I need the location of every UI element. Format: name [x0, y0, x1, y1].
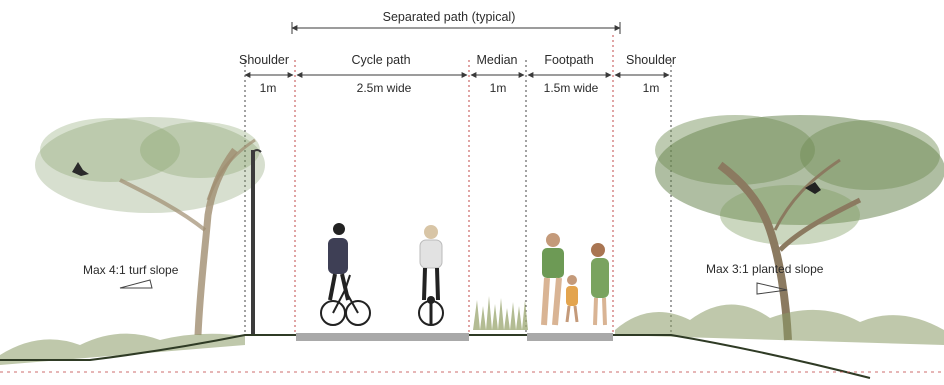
left-slope-label: Max 4:1 turf slope: [83, 263, 179, 277]
footpath-pavement: [527, 333, 613, 341]
cyclist-left: [320, 223, 371, 326]
width-label-shoulder-right: 1m: [642, 81, 660, 95]
width-label-median: 1m: [489, 81, 507, 95]
groundcover-vegetation: [0, 304, 944, 365]
section-label-median: Median: [476, 53, 518, 67]
section-label-footpath: Footpath: [544, 53, 594, 67]
section-label-shoulder-left: Shoulder: [238, 53, 290, 67]
pavement: [296, 333, 613, 341]
section-label-cycle-path: Cycle path: [351, 53, 411, 67]
light-pole: [251, 149, 262, 335]
cycle-path-pavement: [296, 333, 469, 341]
left-tree-illustration: [35, 117, 265, 336]
magpie-icon: [805, 182, 821, 194]
right-tree-illustration: [655, 115, 944, 341]
bird-icon: [72, 162, 89, 176]
overall-dimension-line: [291, 22, 621, 34]
median-grass: [473, 296, 528, 330]
section-dividers: [244, 35, 672, 333]
width-label-shoulder-left: 1m: [259, 81, 277, 95]
right-slope-label: Max 3:1 planted slope: [706, 262, 824, 276]
width-label-footpath: 1.5m wide: [543, 81, 599, 95]
diagram-title: Separated path (typical): [382, 10, 516, 24]
width-label-cycle-path: 2.5m wide: [356, 81, 412, 95]
slope-indicators: [119, 279, 788, 295]
cyclist-right: [418, 225, 444, 326]
ground-profile: [0, 334, 944, 379]
section-label-shoulder-right: Shoulder: [625, 53, 677, 67]
family-pedestrians: [541, 233, 609, 326]
